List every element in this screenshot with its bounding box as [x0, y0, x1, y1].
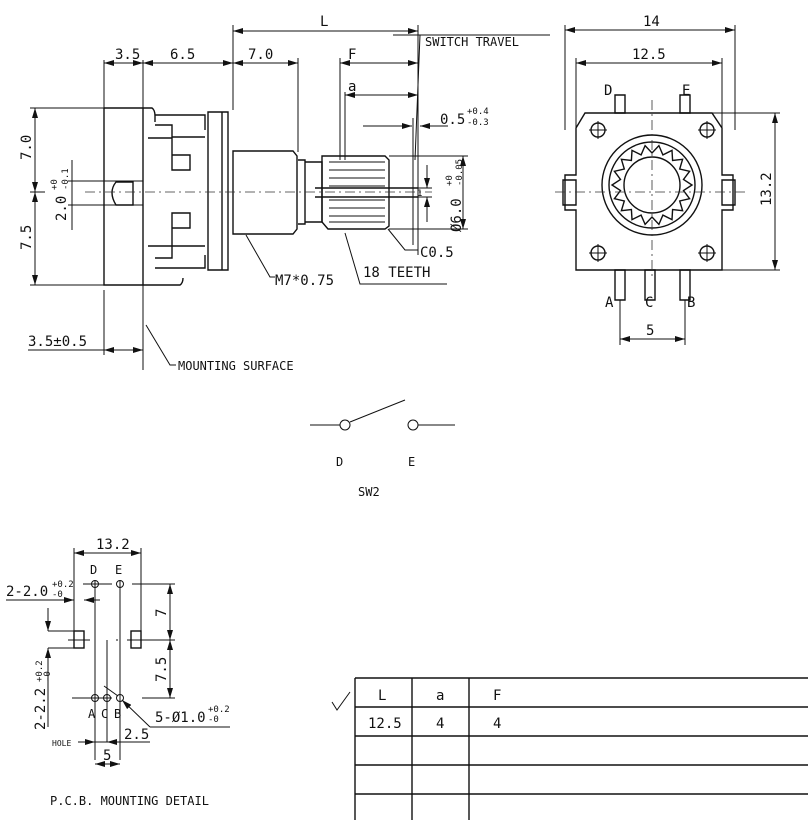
front-view: 14 12.5 13.2 5 D E A C B: [555, 14, 780, 345]
svg-text:+0: +0: [50, 179, 60, 190]
svg-text:-0: -0: [43, 671, 53, 682]
dim-a: a: [348, 79, 356, 95]
dim-7-0: 7.0: [248, 47, 273, 63]
encoder-body-side: [85, 107, 432, 286]
svg-text:-0.05: -0.05: [455, 159, 465, 186]
teeth-label: 18 TEETH: [363, 265, 430, 281]
hole-spec: 5-Ø1.0: [155, 710, 206, 726]
table-header-L: L: [378, 688, 386, 704]
table-cell: 4: [493, 716, 501, 732]
offset-value: 2.0: [54, 196, 70, 221]
table-cell: 12.5: [368, 716, 402, 732]
thread-label: M7*0.75: [275, 273, 334, 289]
pin-E: E: [682, 83, 690, 99]
svg-text:-0: -0: [208, 715, 219, 725]
slot-length: 2-2.2: [33, 688, 49, 730]
dim-6-5: 6.5: [170, 47, 195, 63]
switch-name: SW2: [358, 485, 380, 499]
width-outer: 14: [643, 14, 660, 30]
pcb-pin-B: B: [114, 707, 121, 721]
pin-pitch: 5: [646, 323, 654, 339]
pcb-pin-D: D: [90, 563, 97, 577]
pcb-dim-7-5: 7.5: [154, 657, 170, 682]
dimension-table: L a F 12.5 4 4: [331, 677, 808, 820]
pcb-dim-5: 5: [103, 748, 111, 764]
table-header-a: a: [436, 688, 444, 704]
shaft-diameter: Ø6.0: [449, 198, 465, 232]
svg-text:+0.2: +0.2: [35, 660, 45, 682]
mount-offset: 3.5±0.5: [28, 334, 87, 350]
height-13-2: 13.2: [759, 172, 775, 206]
dim-L-label: L: [320, 14, 328, 30]
pcb-dim-2-5: 2.5: [124, 727, 149, 743]
width-inner: 12.5: [632, 47, 666, 63]
knurl-teeth: [610, 144, 694, 226]
height-top: 7.0: [19, 135, 35, 160]
dim-F: F: [348, 47, 356, 63]
pin-A: A: [605, 295, 614, 311]
switch-schematic: D E SW2: [310, 399, 455, 499]
switch-travel-label: SWITCH TRAVEL: [425, 35, 519, 49]
table-cell: 4: [436, 716, 444, 732]
svg-text:+0.2: +0.2: [52, 580, 74, 590]
svg-text:-0: -0: [52, 590, 63, 600]
table-header-F: F: [493, 688, 501, 704]
svg-text:-0.1: -0.1: [61, 168, 71, 190]
height-bottom: 7.5: [19, 225, 35, 250]
pcb-dim-7: 7: [154, 609, 170, 617]
switch-travel-value: 0.5: [440, 112, 465, 128]
pcb-pin-E: E: [115, 563, 122, 577]
encoder-body-front: [555, 94, 745, 301]
switch-label-E: E: [408, 455, 415, 469]
svg-text:+0: +0: [445, 175, 455, 186]
pcb-mounting-detail: 13.2 D E A C B 2-2.0 +0.2 -0 2-2.2 +0.2 …: [6, 537, 230, 808]
svg-text:+0.2: +0.2: [208, 705, 230, 715]
pcb-width: 13.2: [96, 537, 130, 553]
pin-D: D: [604, 83, 612, 99]
mount-hole-icons: [589, 121, 716, 262]
slot-width: 2-2.0: [6, 584, 48, 600]
mounting-surface-label: MOUNTING SURFACE: [178, 359, 294, 373]
switch-label-D: D: [336, 455, 343, 469]
checkmark-icon: [331, 691, 351, 711]
flat-dimension: 1: [417, 189, 422, 199]
pcb-title: P.C.B. MOUNTING DETAIL: [50, 794, 209, 808]
pin-B: B: [687, 295, 695, 311]
pcb-pin-A: A: [88, 707, 96, 721]
pin-C: C: [645, 295, 653, 311]
side-view: L 3.5 6.5 7.0 F a SWITCH TRAVEL 0.5 +0.4…: [19, 14, 550, 373]
dim-3-5: 3.5: [115, 47, 140, 63]
pcb-pin-C: C: [101, 707, 108, 721]
svg-text:+0.4: +0.4: [467, 107, 489, 117]
hole-label: HOLE: [52, 739, 71, 748]
svg-text:-0.3: -0.3: [467, 118, 489, 128]
chamfer-label: C0.5: [420, 245, 454, 261]
